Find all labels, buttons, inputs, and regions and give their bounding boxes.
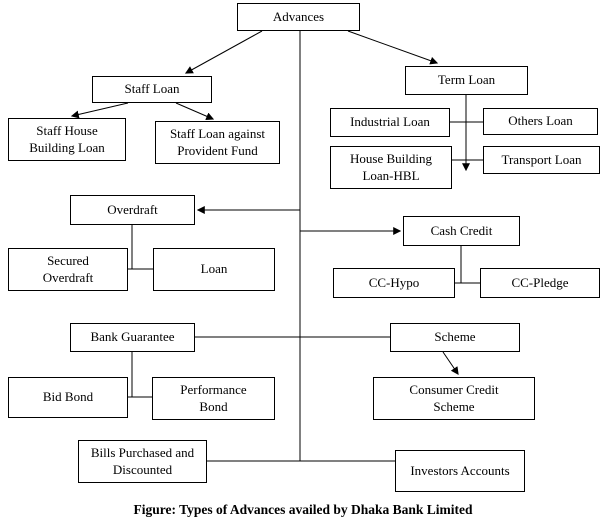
node-staff-house-building-loan: Staff House Building Loan xyxy=(8,118,126,161)
edge-staff-loan-staff-house xyxy=(70,102,129,119)
node-secured-overdraft: Secured Overdraft xyxy=(8,248,128,291)
node-others-loan: Others Loan xyxy=(483,108,598,135)
edge-staff-loan-provident xyxy=(175,102,215,120)
node-investors-accounts: Investors Accounts xyxy=(395,450,525,492)
node-overdraft: Overdraft xyxy=(70,195,195,225)
figure-caption: Figure: Types of Advances availed by Dha… xyxy=(133,502,473,517)
node-scheme: Scheme xyxy=(390,323,520,352)
node-transport-loan: Transport Loan xyxy=(483,146,600,174)
node-term-loan: Term Loan xyxy=(405,66,528,95)
node-industrial-loan: Industrial Loan xyxy=(330,108,450,137)
node-cc-pledge: CC-Pledge xyxy=(480,268,600,298)
node-advances: Advances xyxy=(237,3,360,31)
edge-scheme-consumer-credit xyxy=(442,351,459,375)
node-cc-hypo: CC-Hypo xyxy=(333,268,455,298)
edge-advances-staff-loan xyxy=(184,30,263,74)
node-house-building-loan-hbl: House Building Loan-HBL xyxy=(330,146,452,189)
node-loan: Loan xyxy=(153,248,275,291)
node-cash-credit: Cash Credit xyxy=(403,216,520,246)
node-bank-guarantee: Bank Guarantee xyxy=(70,323,195,352)
edge-advances-term-loan xyxy=(347,30,439,65)
node-bid-bond: Bid Bond xyxy=(8,377,128,418)
node-staff-loan: Staff Loan xyxy=(92,76,212,103)
node-performance-bond: Performance Bond xyxy=(152,377,275,420)
node-consumer-credit-scheme: Consumer Credit Scheme xyxy=(373,377,535,420)
node-staff-loan-provident-fund: Staff Loan against Provident Fund xyxy=(155,121,280,164)
node-bills-purchased-discounted: Bills Purchased and Discounted xyxy=(78,440,207,483)
